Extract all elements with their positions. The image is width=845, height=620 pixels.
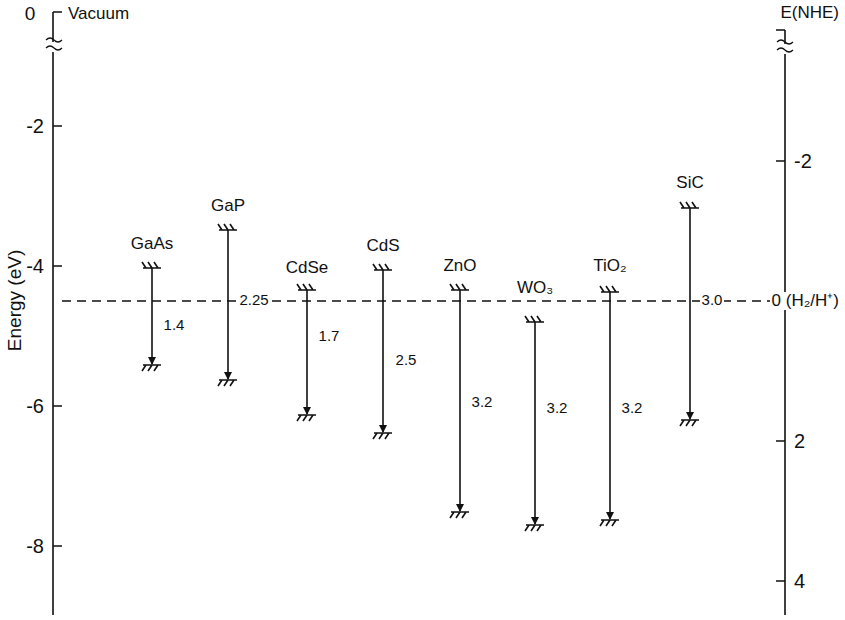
material-name: ZnO: [441, 257, 478, 276]
axis-value: -6: [24, 395, 46, 417]
material-name: TiO₂: [591, 257, 628, 276]
axis-value: -4: [24, 255, 46, 277]
reference-level: 0 (H₂/H⁺): [770, 292, 841, 311]
material-name: SiC: [674, 174, 705, 193]
axis-value: -8: [24, 535, 46, 557]
band-gap-value: 3.0: [700, 292, 725, 309]
band-gaps: [142, 202, 699, 531]
axis-value: 2: [792, 430, 807, 452]
band-gap-value: 3.2: [620, 400, 645, 417]
axis-title: E(NHE): [778, 4, 841, 23]
material-name: CdS: [364, 237, 401, 256]
axis-value: -2: [792, 150, 814, 172]
band-gap-value: 2.25: [237, 292, 270, 309]
axis-note: Vacuum: [66, 5, 131, 24]
axis-value: -2: [24, 115, 46, 137]
axis-value: 0: [23, 4, 38, 25]
material-name: CdSe: [284, 259, 331, 278]
band-gap-value: 1.7: [317, 328, 342, 345]
axes: [46, 12, 793, 615]
h2-level: [62, 300, 770, 302]
material-name: GaP: [209, 197, 247, 216]
material-name: WO₃: [515, 279, 555, 298]
band-gap-value: 2.5: [394, 352, 419, 369]
material-name: GaAs: [129, 235, 176, 254]
band-gap-value: 1.4: [162, 317, 187, 334]
axis-value: 4: [792, 570, 807, 592]
band-gap-value: 3.2: [470, 394, 495, 411]
axis-title: Energy (eV): [6, 247, 27, 352]
band-gap-value: 3.2: [545, 400, 570, 417]
